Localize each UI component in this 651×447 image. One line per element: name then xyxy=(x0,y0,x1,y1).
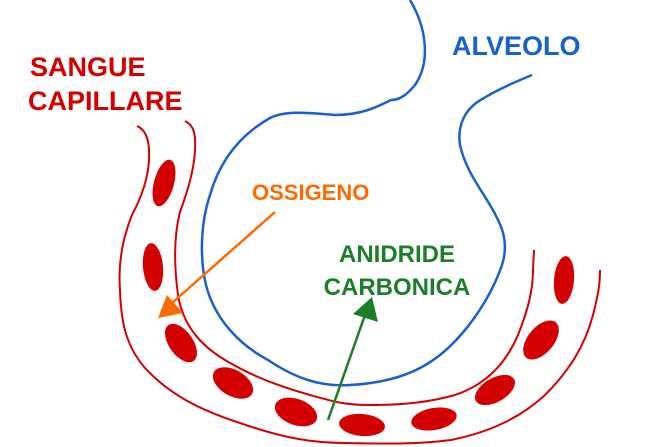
red-blood-cell xyxy=(411,407,457,431)
red-blood-cell xyxy=(523,320,559,360)
red-blood-cell xyxy=(553,256,575,304)
red-blood-cells xyxy=(142,159,575,437)
alveolus-label: ALVEOLO xyxy=(452,31,581,61)
capillary-outer-wall xyxy=(118,125,601,445)
red-blood-cell xyxy=(152,159,176,207)
red-blood-cell xyxy=(475,374,515,406)
co2-arrow xyxy=(326,297,378,421)
red-blood-cell xyxy=(212,367,254,399)
oxygen-arrow xyxy=(158,211,276,318)
capillary-inner-wall xyxy=(174,120,535,407)
co2-label-line1: ANIDRIDE xyxy=(339,241,455,268)
red-blood-cell xyxy=(339,413,385,437)
red-blood-cell xyxy=(274,397,318,427)
co2-label-line2: CARBONICA xyxy=(324,274,471,301)
red-blood-cell xyxy=(142,243,164,291)
oxygen-label: OSSIGENO xyxy=(252,180,369,205)
blood-label-line2: CAPILLARE xyxy=(28,86,183,116)
alveolus-outline xyxy=(200,0,533,387)
red-blood-cell xyxy=(165,323,197,363)
blood-label-line1: SANGUE xyxy=(30,52,146,82)
